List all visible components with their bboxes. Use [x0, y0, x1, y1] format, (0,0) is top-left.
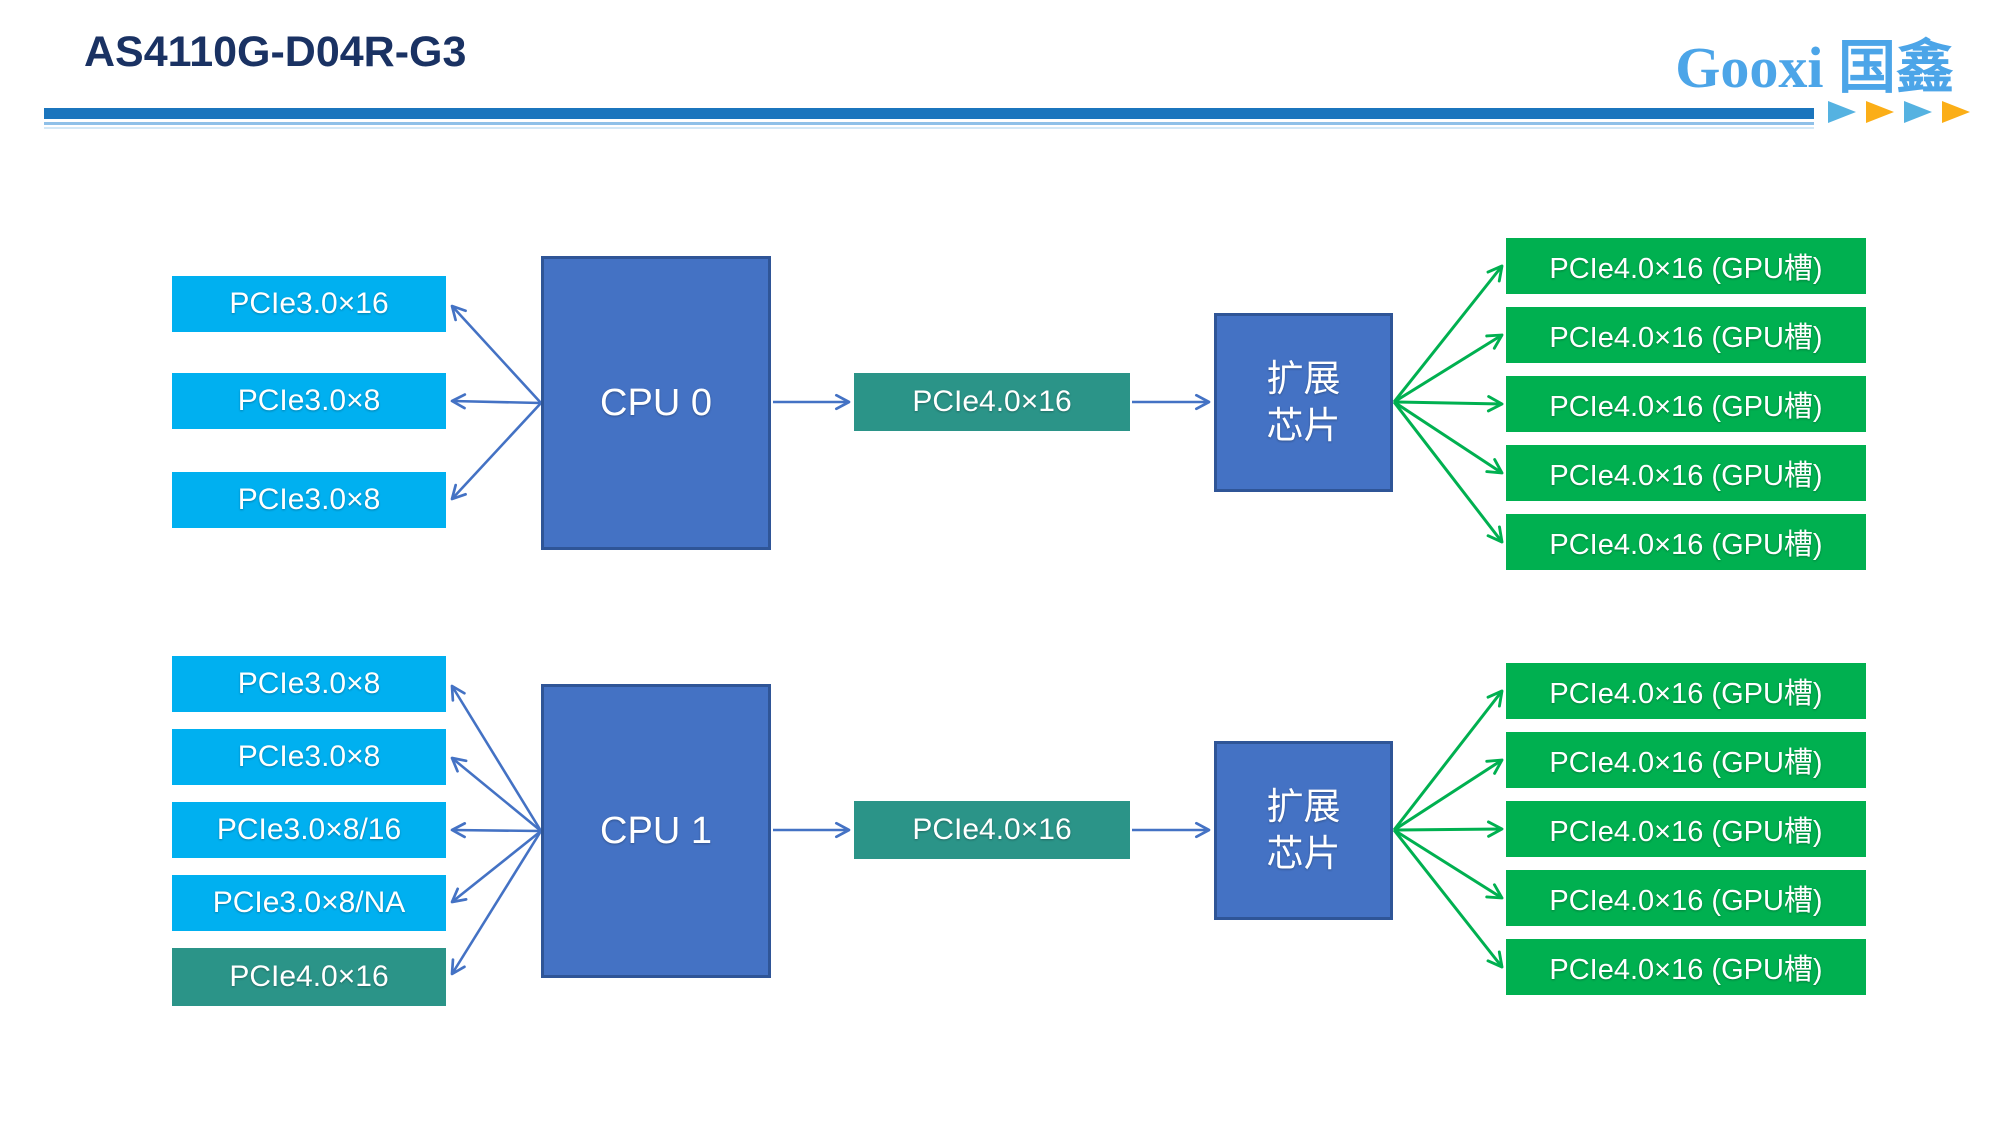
gpu-slot-box: PCIe4.0×16 (GPU槽) — [1506, 376, 1866, 432]
expander-line: 扩展 — [1266, 786, 1341, 828]
gpu-slot-box: PCIe4.0×16 (GPU槽) — [1506, 514, 1866, 570]
pcie-slot-box: PCIe3.0×8/16 — [172, 802, 446, 858]
gpu-slot-box: PCIe4.0×16 (GPU槽) — [1506, 238, 1866, 294]
pcie-slot-box: PCIe3.0×8 — [172, 729, 446, 785]
triangle-right-icon — [1828, 101, 1856, 123]
expander-chip-box: 扩展 芯片 — [1214, 313, 1393, 492]
pcie-slot-box: PCIe3.0×8/NA — [172, 875, 446, 931]
gpu-slot-box: PCIe4.0×16 (GPU槽) — [1506, 939, 1866, 995]
triangle-right-icon — [1866, 101, 1894, 123]
pcie-slot-box: PCIe4.0×16 — [172, 948, 446, 1006]
expander-line: 芯片 — [1266, 404, 1341, 446]
gpu-slot-box: PCIe4.0×16 (GPU槽) — [1506, 801, 1866, 857]
gpu-slot-box: PCIe4.0×16 (GPU槽) — [1506, 870, 1866, 926]
pcie-link-box: PCIe4.0×16 — [854, 373, 1130, 431]
gpu-slot-box: PCIe4.0×16 (GPU槽) — [1506, 445, 1866, 501]
expander-chip-box: 扩展 芯片 — [1214, 741, 1393, 920]
gpu-slot-box: PCIe4.0×16 (GPU槽) — [1506, 663, 1866, 719]
pcie-slot-box: PCIe3.0×16 — [172, 276, 446, 332]
pcie-slot-box: PCIe3.0×8 — [172, 656, 446, 712]
pcie-link-box: PCIe4.0×16 — [854, 801, 1130, 859]
triangle-right-icon — [1942, 101, 1970, 123]
logo-arrows-icon — [1828, 101, 1970, 123]
pcie-slot-box: PCIe3.0×8 — [172, 373, 446, 429]
page-title: AS4110G-D04R-G3 — [84, 28, 467, 76]
triangle-right-icon — [1904, 101, 1932, 123]
header-divider — [44, 108, 1814, 119]
cpu1-box: CPU 1 — [541, 684, 771, 978]
pcie-slot-box: PCIe3.0×8 — [172, 472, 446, 528]
header-divider-light — [44, 122, 1814, 125]
cpu0-box: CPU 0 — [541, 256, 771, 550]
expander-line: 扩展 — [1266, 358, 1341, 400]
gooxi-logo: Gooxi 国鑫 — [1675, 35, 1954, 100]
expander-line: 芯片 — [1266, 832, 1341, 874]
header-divider-lighter — [44, 127, 1814, 129]
gpu-slot-box: PCIe4.0×16 (GPU槽) — [1506, 732, 1866, 788]
gpu-slot-box: PCIe4.0×16 (GPU槽) — [1506, 307, 1866, 363]
